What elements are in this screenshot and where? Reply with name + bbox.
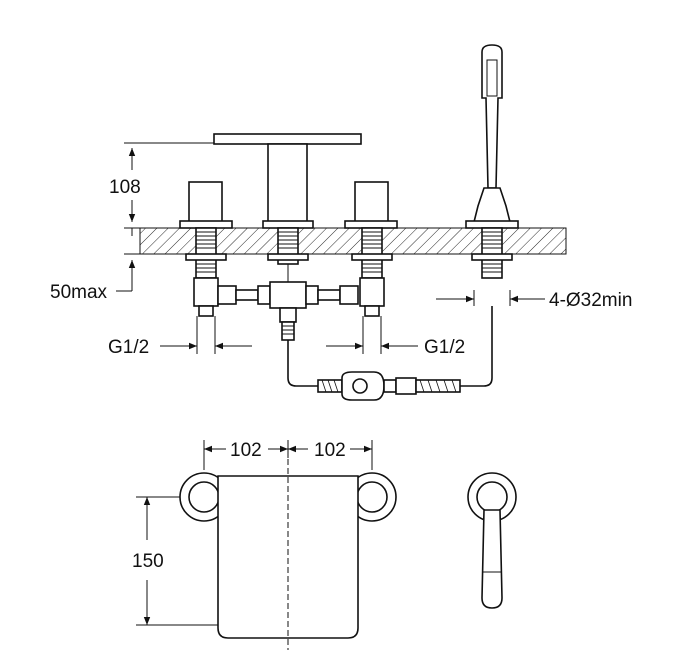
label-50max: 50max <box>50 282 108 303</box>
label-spacing-left: 102 <box>230 440 262 461</box>
label-thread-left: G1/2 <box>108 337 149 358</box>
right-handle <box>354 181 389 223</box>
dimension-hole-diameter: 4-Ø32min <box>436 290 632 311</box>
label-thread-right: G1/2 <box>424 337 465 358</box>
spout-body <box>267 143 308 223</box>
shower-hose <box>287 306 493 401</box>
hand-shower <box>465 44 519 229</box>
label-150: 150 <box>132 551 164 572</box>
dimension-150: 150 <box>132 496 218 626</box>
front-elevation: 108 50max 4-Ø32min G1/2 <box>50 44 632 401</box>
connector-manifold <box>217 264 359 341</box>
spout-plate <box>213 133 362 145</box>
left-handle-base <box>179 220 233 229</box>
spout-base <box>262 220 314 229</box>
dimension-thread-right: G1/2 <box>326 316 465 358</box>
dimension-108: 108 <box>109 142 214 229</box>
top-view: 102 102 150 <box>132 440 517 650</box>
label-spacing-right: 102 <box>314 440 346 461</box>
dimension-spacing: 102 102 <box>203 440 373 470</box>
label-hole-diameter: 4-Ø32min <box>549 290 632 311</box>
spout-plate-top <box>217 475 359 639</box>
right-handle-base <box>344 220 398 229</box>
threaded-shanks <box>185 227 513 317</box>
left-handle <box>188 181 223 223</box>
hand-shower-top <box>467 472 517 609</box>
label-108: 108 <box>109 177 141 198</box>
dimension-50max: 50max <box>50 228 140 303</box>
dimension-thread-left: G1/2 <box>108 316 252 358</box>
